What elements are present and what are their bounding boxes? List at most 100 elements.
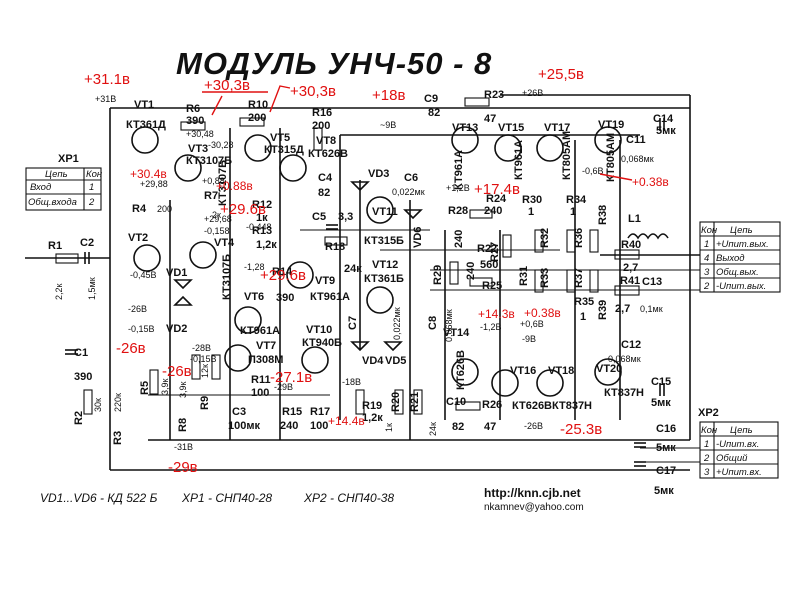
ann-10: +0.38в xyxy=(632,175,669,189)
v-m9: ~9В xyxy=(380,120,396,130)
r41-value: 2,7 xyxy=(615,303,630,315)
vd1-label: VD1 xyxy=(166,267,187,279)
ann-1: +31.1в xyxy=(84,71,130,88)
vt2-ref: VT2 xyxy=(128,232,148,244)
v-m06: -0,6В xyxy=(582,166,604,176)
out-row-1-pin: 1 xyxy=(704,239,709,250)
r17-value: 100 xyxy=(310,420,328,432)
r23-value: 47 xyxy=(484,113,496,125)
vt6-type: КТ961А xyxy=(240,325,280,337)
output-connector: Кон Цепь 1 +Uпит.вых. 4 Выход 3 Общ.вых.… xyxy=(699,221,781,293)
c9-ref: C9 xyxy=(424,93,438,105)
vt5-type: КТ315Д xyxy=(264,144,304,156)
r3-value: 220к xyxy=(113,393,123,412)
ann-7: +0.88в xyxy=(216,179,253,193)
ann-8: +29.6в xyxy=(220,201,266,218)
c14-value: 5мк xyxy=(656,125,676,137)
c5-value: 3,3 xyxy=(338,211,353,223)
resistor-bodies xyxy=(55,97,640,415)
r22-value: 560 xyxy=(480,259,498,271)
r7-ref: R7 xyxy=(204,190,218,202)
r14-value: 390 xyxy=(276,292,294,304)
v-m26: -26В xyxy=(128,304,147,314)
xp2-label: ХР2 xyxy=(698,407,719,419)
r40-ref: R40 xyxy=(621,239,641,251)
vt10-ref: VT10 xyxy=(306,324,332,336)
vt17-ref: VT17 xyxy=(544,122,570,134)
ann-6: +30.4в xyxy=(130,167,167,181)
r10-value: 200 xyxy=(248,112,266,124)
vt16-ref: VT16 xyxy=(510,365,536,377)
transistor-bodies xyxy=(131,126,622,397)
c14-ref: C14 xyxy=(653,113,674,125)
xp1-row-2-pin: 2 xyxy=(88,197,95,208)
vd6-label: VD6 xyxy=(412,227,424,248)
vt20-type: КТ837Н xyxy=(604,387,644,399)
v-p06: +0,6В xyxy=(520,319,544,329)
r19-ref: R19 xyxy=(362,400,382,412)
vt4-ref: VT4 xyxy=(214,237,235,249)
c17-ref: C17 xyxy=(656,465,676,477)
vd5-label: VD5 xyxy=(385,355,406,367)
c3-value: 100мк xyxy=(228,420,260,432)
r1-ref: R1 xyxy=(48,240,62,252)
out-row-4-circuit: -Uпит.вых. xyxy=(716,281,766,292)
c3-ref: C3 xyxy=(232,406,246,418)
vt1-ref: VT1 xyxy=(134,99,154,111)
c11-ref: C11 xyxy=(626,134,646,146)
r8-ref: R8 xyxy=(177,418,189,432)
c15-ref: C15 xyxy=(651,376,671,388)
xp1-header-pin: Кон xyxy=(86,169,103,180)
c7-ref: C7 xyxy=(347,316,359,330)
v-p2968: +29,68 xyxy=(204,214,232,224)
c1-value: 390 xyxy=(74,371,92,383)
c11-value: 0,068мк xyxy=(621,154,654,164)
c15-value: 5мк xyxy=(651,397,671,409)
v-p2988: +29,88 xyxy=(140,179,168,189)
r25-value: 240 xyxy=(465,262,477,280)
r11-ref: R11 xyxy=(251,374,271,386)
r32-label: R32 xyxy=(539,228,551,248)
v-m9b: -9В xyxy=(522,334,536,344)
r4-ref: R4 xyxy=(132,203,147,215)
footer-xp1: ХР1 - СНП40-28 xyxy=(181,491,272,505)
out-row-1-circuit: +Uпит.вых. xyxy=(716,239,769,250)
xp2-row-2-circuit: Общий xyxy=(716,453,748,464)
ann-17: -25.3в xyxy=(560,421,602,438)
r12-value: 1к xyxy=(256,212,268,224)
v-p12: -1,2В xyxy=(480,322,502,332)
ann-12: -26в xyxy=(162,363,192,380)
c16-ref: C16 xyxy=(656,423,676,435)
r25-ref: R25 xyxy=(482,280,502,292)
r31-label: R31 xyxy=(518,266,530,286)
r41-ref: R41 xyxy=(620,275,640,287)
vd3-label: VD3 xyxy=(368,168,389,180)
r4-value: 200 xyxy=(157,204,172,214)
l1-ref: L1 xyxy=(628,213,641,225)
r34-ref: R34 xyxy=(566,194,587,206)
vt12-type: КТ361Б xyxy=(364,273,404,285)
diagram-title: МОДУЛЬ УНЧ-50 - 8 xyxy=(176,46,492,81)
c5-ref: C5 xyxy=(312,211,326,223)
vt13-ref: VT13 xyxy=(452,122,478,134)
r18-ref: R18 xyxy=(325,241,345,253)
out-header-pin: Кон xyxy=(701,225,718,236)
vt17-type: КТ805АМ xyxy=(561,131,573,180)
v-m015b: -0,15В xyxy=(190,354,217,364)
ann-14: +14.4в xyxy=(328,414,365,428)
c6-ref: C6 xyxy=(404,172,418,184)
ann-11: -26в xyxy=(116,340,146,357)
r35-ref: R35 xyxy=(574,296,594,308)
vt15-type: КТ961А xyxy=(513,140,525,180)
footer-xp2: ХР2 - СНП40-38 xyxy=(303,491,394,505)
xp1-row-1-pin: 1 xyxy=(89,182,94,193)
v-p128: +1,2В xyxy=(446,183,470,193)
transistor-labels: VT1 КТ361Д VT2 VT3 КТ3107Б VT4 VT5 КТ315… xyxy=(126,99,644,412)
diode-bodies xyxy=(173,181,423,352)
footer: VD1...VD6 - КД 522 Б ХР1 - СНП40-28 ХР2 … xyxy=(40,486,584,513)
r20-ref: R20 xyxy=(390,392,402,412)
v-p3048: +30,48 xyxy=(186,129,214,139)
c16-value: 5мк xyxy=(656,442,676,454)
c12-value: 0,068мк xyxy=(608,354,641,364)
r28-ref: R28 xyxy=(448,205,468,217)
